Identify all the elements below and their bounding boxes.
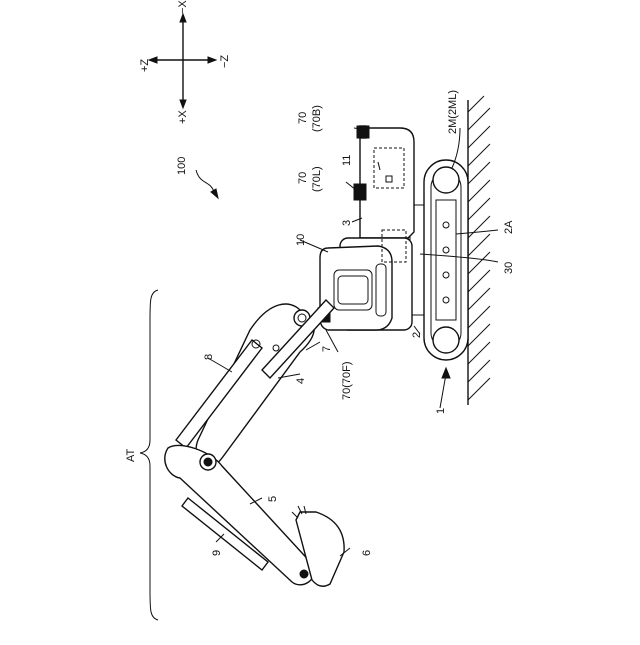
bucket-cylinder-label: 9	[211, 550, 223, 556]
ground-hatch	[468, 96, 490, 400]
system-label: 100	[176, 157, 188, 175]
arm-body	[165, 445, 315, 584]
camera-top-sublabel: (70B)	[311, 105, 323, 132]
arrow-down-icon	[180, 100, 186, 108]
axis-indicator: −X +X +Z −Z	[139, 0, 231, 124]
camera-front-label: 70(70F)	[341, 361, 353, 400]
camera-side-label: 70	[297, 172, 309, 184]
cab-label: 10	[295, 234, 307, 246]
ground	[468, 96, 490, 405]
attachment-label: AT	[125, 448, 137, 462]
arm-label: 5	[267, 496, 279, 502]
machine-label: 1	[435, 408, 447, 414]
drive-sprocket	[433, 167, 459, 193]
minus-z-label: −Z	[219, 55, 231, 68]
controller-label: 11	[341, 155, 353, 166]
upper-body-label: 3	[341, 220, 353, 226]
camera-top-label: 70	[297, 112, 309, 124]
swing-device-label: 30	[503, 262, 515, 274]
lower-body-label: 2	[411, 332, 423, 338]
camera-side-icon	[354, 184, 366, 200]
track-module-label: 2M(2ML)	[447, 90, 459, 134]
plus-z-label: +Z	[139, 59, 151, 72]
boom-label: 4	[295, 378, 307, 384]
plus-x-label: +X	[177, 110, 189, 124]
machine-arrow-icon	[442, 368, 450, 378]
camera-top-icon	[357, 126, 369, 138]
upper-swing-body	[320, 126, 414, 330]
system-leader	[196, 170, 214, 192]
lower-traveling-body	[410, 160, 468, 360]
minus-x-label: −X	[177, 0, 189, 14]
system-arrow-icon	[211, 189, 218, 198]
crawler-label: 2A	[503, 220, 515, 234]
camera-side-sublabel: (70L)	[311, 166, 323, 192]
engine-cover	[360, 128, 414, 238]
attachment-bracket: AT	[125, 290, 158, 620]
arm-cylinder-label: 8	[203, 354, 215, 360]
arm	[165, 445, 315, 584]
arrow-right-icon	[208, 57, 216, 63]
cab	[320, 246, 392, 330]
boom-cylinder-label: 7	[321, 346, 333, 352]
bucket-pin	[300, 570, 308, 578]
arrow-up-icon	[180, 14, 186, 22]
bucket-label: 6	[361, 550, 373, 556]
idler-wheel	[433, 327, 459, 353]
